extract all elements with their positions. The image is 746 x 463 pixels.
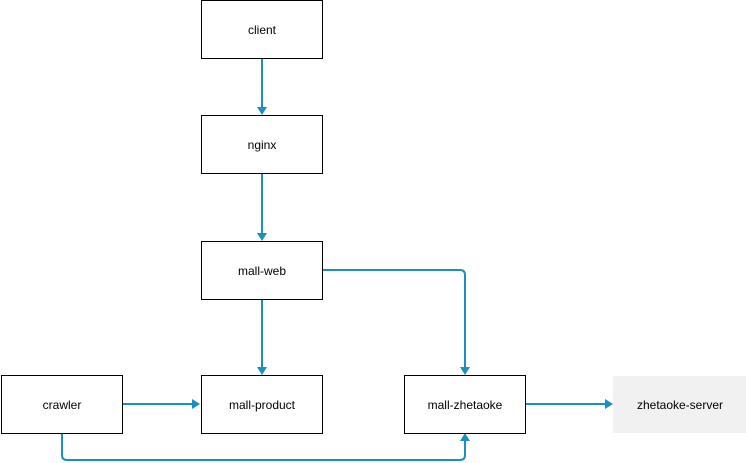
edge-mall-zhetaoke-zhetaoke-server: [526, 399, 613, 409]
edge-nginx-mall-web: [257, 172, 267, 241]
edge-crawler-mall-zhetaoke: [61, 433, 470, 461]
node-zhetaoke-server-label: zhetaoke-server: [636, 397, 724, 412]
node-mall-product: mall-product: [201, 375, 323, 434]
edge-crawler-mall-product: [123, 399, 200, 409]
edge-mall-web-mall-zhetaoke: [323, 269, 470, 375]
node-nginx: nginx: [201, 115, 323, 174]
node-zhetaoke-server: zhetaoke-server: [613, 376, 746, 433]
node-mall-web: mall-web: [201, 241, 323, 300]
node-crawler-label: crawler: [42, 397, 82, 412]
node-mall-zhetaoke-label: mall-zhetaoke: [427, 397, 503, 412]
node-mall-product-label: mall-product: [228, 397, 296, 412]
edge-mall-web-mall-product: [257, 298, 267, 375]
node-mall-web-label: mall-web: [237, 263, 286, 278]
edge-client-nginx: [257, 57, 267, 115]
node-client: client: [201, 0, 323, 59]
node-nginx-label: nginx: [247, 137, 277, 152]
node-mall-zhetaoke: mall-zhetaoke: [404, 375, 526, 434]
node-crawler: crawler: [1, 375, 123, 434]
node-client-label: client: [247, 22, 276, 37]
